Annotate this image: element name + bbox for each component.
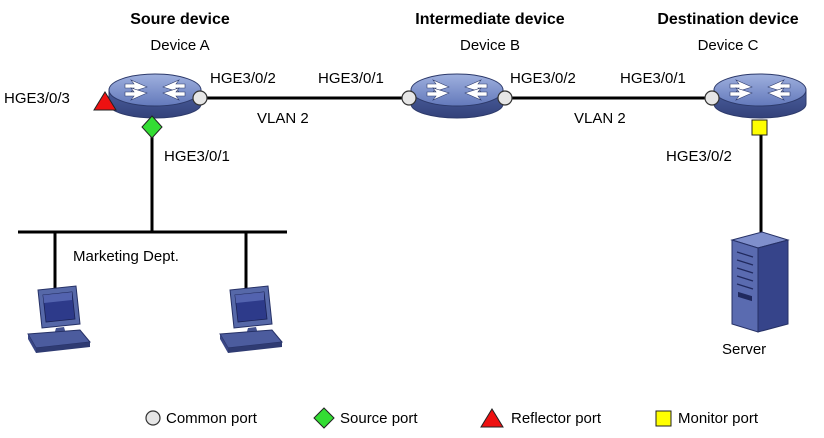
port-label-b-to-c: HGE3/0/2 <box>510 70 576 87</box>
device-a-name: Device A <box>150 37 209 54</box>
legend-source-port-marker <box>313 407 335 429</box>
legend-source-port-label: Source port <box>340 410 418 427</box>
vlan-label-ab: VLAN 2 <box>257 110 309 127</box>
port-a-source-marker <box>141 115 163 139</box>
vlan-label-bc: VLAN 2 <box>574 110 626 127</box>
device-b-role: Intermediate device <box>415 11 565 28</box>
port-label-a-to-b: HGE3/0/2 <box>210 70 276 87</box>
legend-reflector-port-marker <box>480 408 504 428</box>
device-c-name: Device C <box>698 37 759 54</box>
legend-monitor-port-marker <box>655 410 672 427</box>
legend-common-port-marker <box>145 410 161 426</box>
device-a-switch-icon[interactable] <box>108 73 202 119</box>
pc-1-icon <box>27 285 91 354</box>
port-c-monitor-marker <box>751 119 768 136</box>
segment-label: Marketing Dept. <box>73 248 179 265</box>
device-b-switch-icon[interactable] <box>410 73 504 119</box>
port-label-a-reflector: HGE3/0/3 <box>4 90 70 107</box>
port-b-right-common <box>497 90 513 106</box>
port-label-b-from-a: HGE3/0/1 <box>318 70 384 87</box>
device-b-name: Device B <box>460 37 520 54</box>
legend-monitor-port-label: Monitor port <box>678 410 759 427</box>
port-label-c-monitor: HGE3/0/2 <box>666 148 732 165</box>
legend-reflector-port-label: Reflector port <box>511 410 602 427</box>
pc-2-icon <box>219 285 283 354</box>
server-label: Server <box>722 341 766 358</box>
device-c-role: Destination device <box>657 11 798 28</box>
port-label-c-from-b: HGE3/0/1 <box>620 70 686 87</box>
port-label-a-source: HGE3/0/1 <box>164 148 230 165</box>
port-b-left-common <box>401 90 417 106</box>
port-a-reflector-marker <box>93 91 117 111</box>
server-icon <box>731 231 789 333</box>
port-a-common <box>192 90 208 106</box>
port-c-common <box>704 90 720 106</box>
legend: Common port Source port Reflector port M… <box>145 407 759 429</box>
device-a-role: Soure device <box>130 11 230 28</box>
legend-common-port-label: Common port <box>166 410 258 427</box>
device-c-switch-icon[interactable] <box>713 73 807 119</box>
